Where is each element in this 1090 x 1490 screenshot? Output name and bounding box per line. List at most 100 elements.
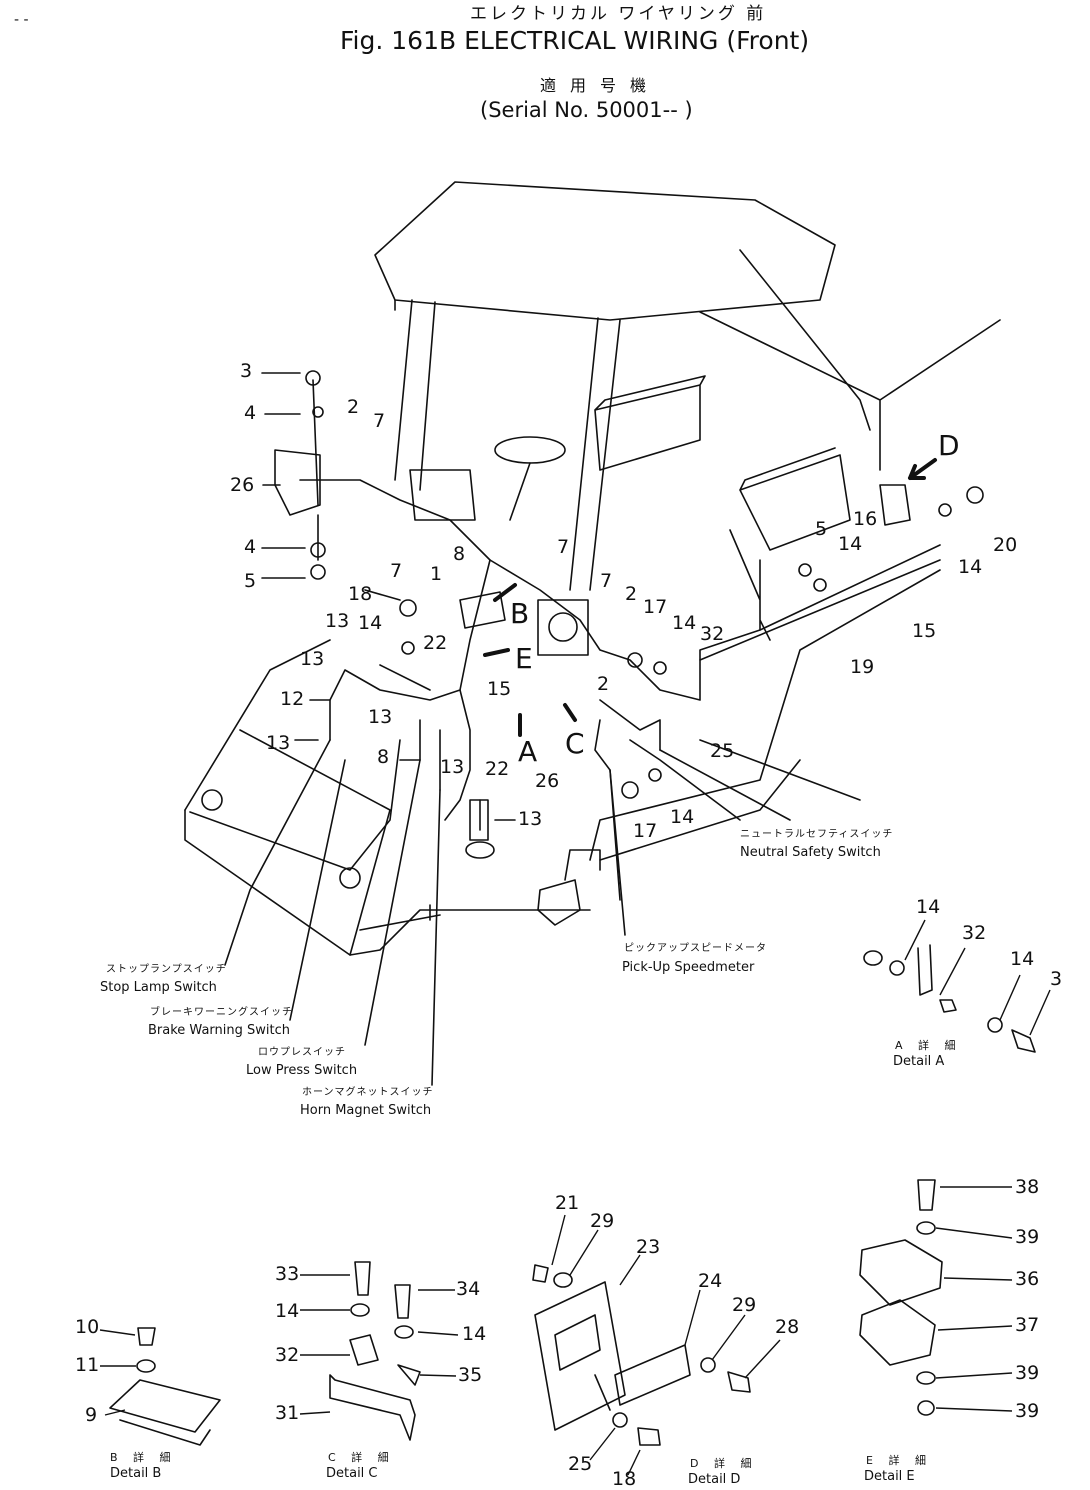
part-number: 13 (325, 610, 350, 632)
part-number: 13 (440, 756, 465, 778)
part-number: 3 (240, 360, 253, 382)
pickup-speedometer-jp: ピックアップスピードメータ (624, 943, 767, 954)
part-number: 14 (672, 612, 697, 634)
part-number: 21 (555, 1192, 580, 1214)
part-number: 22 (423, 632, 448, 654)
frame-front (184, 809, 591, 956)
stop-lamp-switch: Stop Lamp Switch (100, 980, 217, 995)
part-number: 29 (590, 1210, 615, 1232)
part-number: 37 (1015, 1314, 1040, 1336)
leader-low-press (364, 759, 421, 1046)
bolt-circle-2 (339, 867, 361, 889)
part-number: 2 (597, 673, 610, 695)
part-number: 34 (456, 1278, 481, 1300)
detail-a-label: Detail A (893, 1054, 945, 1069)
part-number: 39 (1015, 1362, 1040, 1384)
harness-to-speedo (594, 719, 621, 901)
part-number: 4 (244, 536, 257, 558)
low-press-switch: Low Press Switch (246, 1063, 358, 1078)
view-letter-a: A (518, 735, 538, 768)
frame-bottom (359, 904, 441, 931)
corner-marks: - - (14, 12, 29, 28)
steering-column (509, 462, 531, 521)
part-number: 26 (230, 474, 255, 496)
part-number: 8 (377, 746, 390, 768)
part-number: 17 (633, 820, 658, 842)
part-number: 18 (348, 583, 373, 605)
part-number: 10 (75, 1316, 100, 1338)
low-press-switch-jp: ロウプレスイッチ (258, 1047, 346, 1058)
harness-branch-b (489, 544, 941, 701)
part-number: 2 (625, 583, 638, 605)
part-number: 39 (1015, 1226, 1040, 1248)
title-japanese: エレクトリカル ワイヤリング 前 (470, 4, 767, 24)
detail-d-drawing (532, 1264, 751, 1446)
harness-line-20 (699, 559, 941, 661)
part-number: 7 (390, 560, 403, 582)
view-letter-e: E (515, 642, 533, 675)
neutral-safety-switch-jp: ニュートラルセフティスイッチ (740, 829, 894, 840)
part-number: 2 (347, 396, 360, 418)
part-number: 38 (1015, 1176, 1040, 1198)
part-number: 35 (458, 1364, 483, 1386)
battery-box (594, 375, 706, 471)
detail-c-drawing (329, 1261, 421, 1441)
detail-d-label: Detail D (688, 1472, 741, 1487)
serial-number: (Serial No. 50001-- ) (480, 98, 693, 122)
arrow-d (908, 458, 937, 480)
brake-warning-switch: Brake Warning Switch (148, 1023, 290, 1038)
cab-post-right (569, 317, 621, 591)
arrow-b (493, 583, 517, 602)
part-number: 9 (85, 1404, 98, 1426)
detail-e-label: Detail E (864, 1469, 915, 1484)
part-number: 25 (568, 1453, 593, 1475)
detail-d-bracket (879, 484, 911, 526)
leader-speedo (609, 769, 626, 936)
part-number: 32 (962, 922, 987, 944)
cab-post-left (394, 299, 436, 491)
part-number: 3 (1050, 968, 1063, 990)
figure-title: Fig. 161B ELECTRICAL WIRING (Front) (340, 26, 810, 55)
part-number: 14 (838, 533, 863, 555)
part-number: 18 (612, 1468, 637, 1490)
part-number: 24 (698, 1270, 723, 1292)
switch-13 (469, 799, 489, 841)
part-number: 28 (775, 1316, 800, 1338)
part-number: 31 (275, 1402, 300, 1424)
fender (239, 729, 391, 956)
part-number: 5 (815, 518, 828, 540)
part-number: 14 (358, 612, 383, 634)
part-number: 7 (557, 536, 570, 558)
harness-to-neutral (629, 739, 741, 821)
part-number: 7 (600, 570, 613, 592)
detail-e-drawing (859, 1179, 943, 1416)
horn-magnet-switch-jp: ホーンマグネットスイッチ (302, 1087, 434, 1098)
leader-neutral (659, 749, 791, 821)
part-number: 5 (244, 570, 257, 592)
detail-c-jp: C 詳 細 (328, 1451, 395, 1464)
detail-d-jp: D 詳 細 (690, 1457, 758, 1470)
frame-left (184, 639, 331, 811)
harness-branch-a (444, 689, 471, 821)
detail-b-jp: B 詳 細 (110, 1451, 177, 1464)
part-number: 32 (700, 623, 725, 645)
part-number: 14 (670, 806, 695, 828)
part-number: 14 (275, 1300, 300, 1322)
part-number: 20 (993, 534, 1018, 556)
part-number: 16 (853, 508, 878, 530)
part-number: 22 (485, 758, 510, 780)
detail-e-jp: E 詳 細 (866, 1454, 932, 1467)
view-letter-d: D (938, 429, 960, 462)
view-letter-b: B (510, 597, 530, 630)
rear-frame-2 (599, 759, 801, 861)
view-letter-c: C (565, 727, 585, 760)
part-number: 14 (958, 556, 983, 578)
part-number: 14 (462, 1323, 487, 1345)
detail-b-drawing (109, 1327, 221, 1446)
canopy-roof (374, 181, 836, 321)
harness-branch-c (599, 699, 661, 751)
part-number: 19 (850, 656, 875, 678)
part-number: 15 (912, 620, 937, 642)
